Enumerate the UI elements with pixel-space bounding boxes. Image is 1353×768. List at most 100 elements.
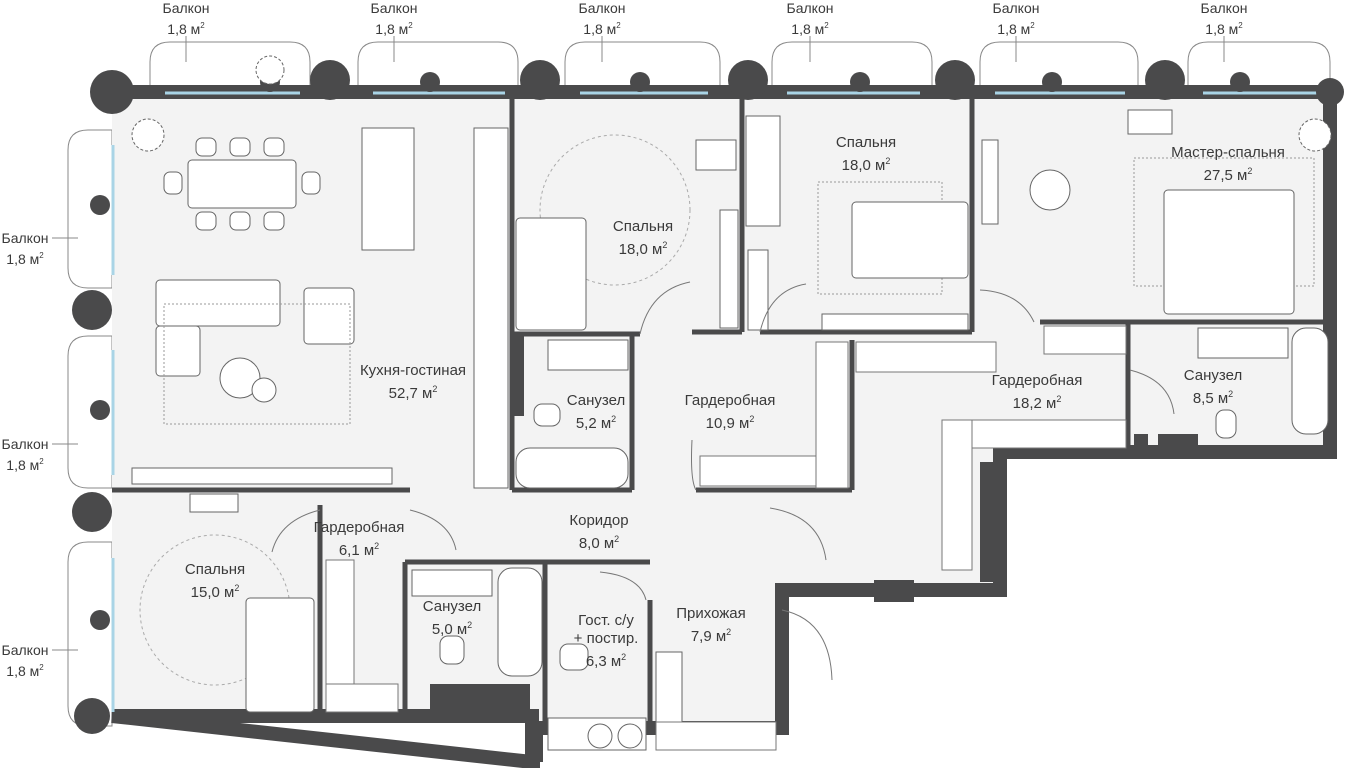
coffee-table [219, 357, 261, 399]
balcony-area: 1,8 м [6, 457, 40, 473]
area-unit-sup: 2 [408, 21, 413, 30]
bed-1 [515, 217, 587, 331]
room-area-wrap: 5,0 м2 [423, 616, 481, 639]
area-unit-sup: 2 [824, 21, 829, 30]
room-area: 15,0 м [190, 584, 235, 601]
closet-wardrobe-2b [941, 419, 973, 571]
closet-hall [655, 721, 777, 751]
wardrobe-bedroom-2 [747, 249, 769, 331]
sofa-corner [155, 325, 201, 377]
closet-wardrobe-1b [815, 341, 849, 489]
room-area-wrap: 18,2 м2 [992, 390, 1083, 413]
room-name: Гардеробная [991, 372, 1083, 389]
room-area: 7,9 м [690, 628, 727, 645]
apartment [72, 60, 1344, 768]
closet-wardrobe-2d [1043, 325, 1127, 355]
area-unit-sup: 2 [200, 21, 205, 30]
room-area-wrap: 7,9 м2 [676, 623, 746, 646]
balcony-label-left-2: Балкон 1,8 м2 [0, 436, 50, 474]
closets [325, 325, 1127, 751]
balcony-label-top-6: Балкон 1,8 м2 [1198, 0, 1250, 38]
area-unit-sup: 2 [611, 414, 617, 424]
balcony-label-top-1: Балкон 1,8 м2 [160, 0, 212, 38]
bathtub-1 [515, 447, 629, 489]
windows [111, 91, 1318, 712]
toilet-guest [559, 643, 589, 671]
room-name: Санузел [566, 392, 626, 409]
balcony-name: Балкон [786, 0, 834, 16]
room-label-bath-3: Санузел 5,0 м2 [423, 598, 481, 639]
balcony-label-top-4: Балкон 1,8 м2 [784, 0, 836, 38]
bed-master [1163, 189, 1295, 315]
sink-1 [547, 339, 629, 371]
room-area-wrap: 10,9 м2 [685, 410, 776, 433]
area-unit-sup: 2 [749, 414, 755, 424]
balcony-top-3 [564, 41, 721, 93]
interior-walls [112, 92, 1330, 728]
room-area-wrap: 18,0 м2 [613, 236, 673, 259]
balcony-area: 1,8 м [167, 21, 201, 37]
balcony-area: 1,8 м [1205, 21, 1239, 37]
room-area-wrap: 15,0 м2 [185, 579, 245, 602]
door-entry [781, 609, 833, 681]
sofa [155, 279, 281, 327]
room-area: 8,0 м [578, 535, 615, 552]
balcony-left-1 [67, 129, 113, 289]
balcony-name: Балкон [162, 0, 210, 16]
armchair [303, 287, 355, 345]
balcony-label-left-3: Балкон 1,8 м2 [0, 642, 50, 680]
room-area-wrap: 8,0 м2 [569, 530, 628, 553]
area-unit-sup: 2 [39, 251, 44, 260]
desk-master [1127, 109, 1173, 135]
room-name: Коридор [569, 512, 629, 529]
room-area: 18,2 м [1012, 395, 1057, 412]
balcony-area: 1,8 м [6, 663, 40, 679]
area-unit-sup: 2 [39, 457, 44, 466]
rug-living [163, 303, 351, 425]
shelf-2 [821, 313, 969, 331]
desk-2 [745, 115, 781, 227]
room-label-wardrobe-2: Гардеробная 18,2 м2 [992, 372, 1083, 413]
room-area: 8,5 м [1192, 390, 1229, 407]
kitchen-island [361, 127, 415, 251]
furniture [131, 55, 1332, 751]
balcony-name: Балкон [992, 0, 1040, 16]
sink-master [1197, 327, 1289, 359]
balcony-area: 1,8 м [6, 251, 40, 267]
room-area: 5,2 м [575, 415, 612, 432]
balcony-name: Балкон [1200, 0, 1248, 16]
balcony-left-2 [67, 335, 113, 489]
door-bedroom-3 [271, 509, 321, 553]
room-label-bedroom-1: Спальня 18,0 м2 [613, 218, 673, 259]
area-unit-sup: 2 [885, 156, 891, 166]
room-area: 18,0 м [618, 241, 663, 258]
balcony-label-left-1: Балкон 1,8 м2 [0, 230, 50, 268]
room-area: 52,7 м [388, 385, 433, 402]
area-unit-sup: 2 [1247, 166, 1253, 176]
chair-master [1029, 169, 1071, 211]
room-area-wrap: 18,0 м2 [836, 152, 896, 175]
balcony-top-4 [771, 41, 933, 93]
room-name: Санузел [1183, 367, 1243, 384]
balcony-area: 1,8 м [997, 21, 1031, 37]
balcony-name: Балкон [370, 0, 418, 16]
room-area: 10,9 м [705, 415, 750, 432]
desk-1 [695, 139, 737, 171]
balcony-name: Балкон [1, 436, 49, 452]
rug-bedroom-1 [539, 134, 691, 286]
door-wardrobe-3 [409, 509, 457, 551]
tv-master [981, 139, 999, 225]
wardrobe-bedroom-1 [719, 209, 739, 329]
room-name: Гардеробная [313, 519, 405, 536]
room-area-wrap: 52,7 м2 [360, 380, 466, 403]
closet-wardrobe-1a [699, 455, 821, 487]
room-label-master: Мастер-спальня 27,5 м2 [1171, 144, 1285, 185]
area-unit-sup: 2 [467, 620, 473, 630]
room-label-hall: Прихожая 7,9 м2 [676, 605, 746, 646]
door-bedroom-2 [759, 283, 807, 333]
balcony-label-top-5: Балкон 1,8 м2 [990, 0, 1042, 38]
room-label-guest-wc: Гост. с/у + постир. 6,3 м2 [574, 594, 639, 689]
bathtub-3 [497, 567, 543, 677]
room-label-bath-2: Санузел 8,5 м2 [1184, 367, 1242, 408]
